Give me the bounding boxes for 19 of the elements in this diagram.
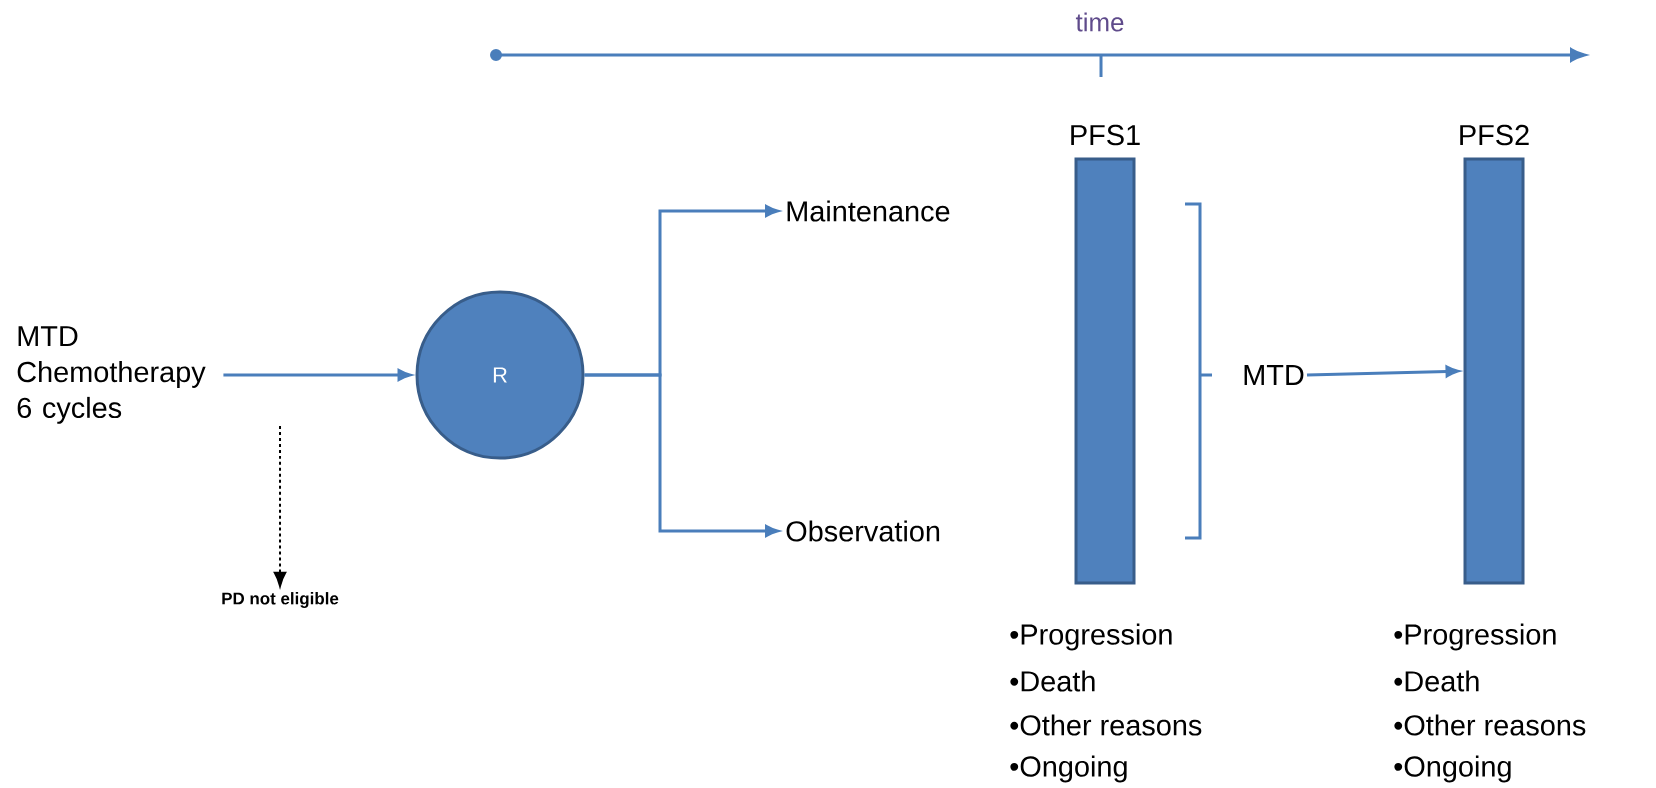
bullet-item: •Other reasons	[1010, 714, 1202, 736]
bar-heading: PFS1	[1071, 124, 1140, 146]
bar-heading: PFS2	[1460, 124, 1529, 146]
arrow	[1306, 365, 1460, 378]
bullet-item: •Ongoing	[1394, 755, 1511, 783]
bullet-item: •Ongoing	[1010, 755, 1127, 783]
arrow	[223, 369, 412, 381]
bullet-item: •Death	[1010, 670, 1095, 692]
arrow	[273, 425, 287, 587]
node-text: Maintenance	[787, 200, 950, 222]
bullet-item: •Death	[1394, 670, 1479, 692]
bullet-item: •Progression	[1010, 623, 1172, 651]
node-text: Observation	[786, 520, 940, 542]
bullet-item: •Progression	[1394, 623, 1556, 651]
node-text: MTD Chemotherapy 6 cycles	[17, 326, 206, 424]
bullet-item: •Other reasons	[1394, 714, 1586, 736]
axis-label: time	[1075, 12, 1124, 32]
node-text: PD not eligible	[222, 592, 339, 608]
node-text: MTD	[1244, 365, 1304, 385]
